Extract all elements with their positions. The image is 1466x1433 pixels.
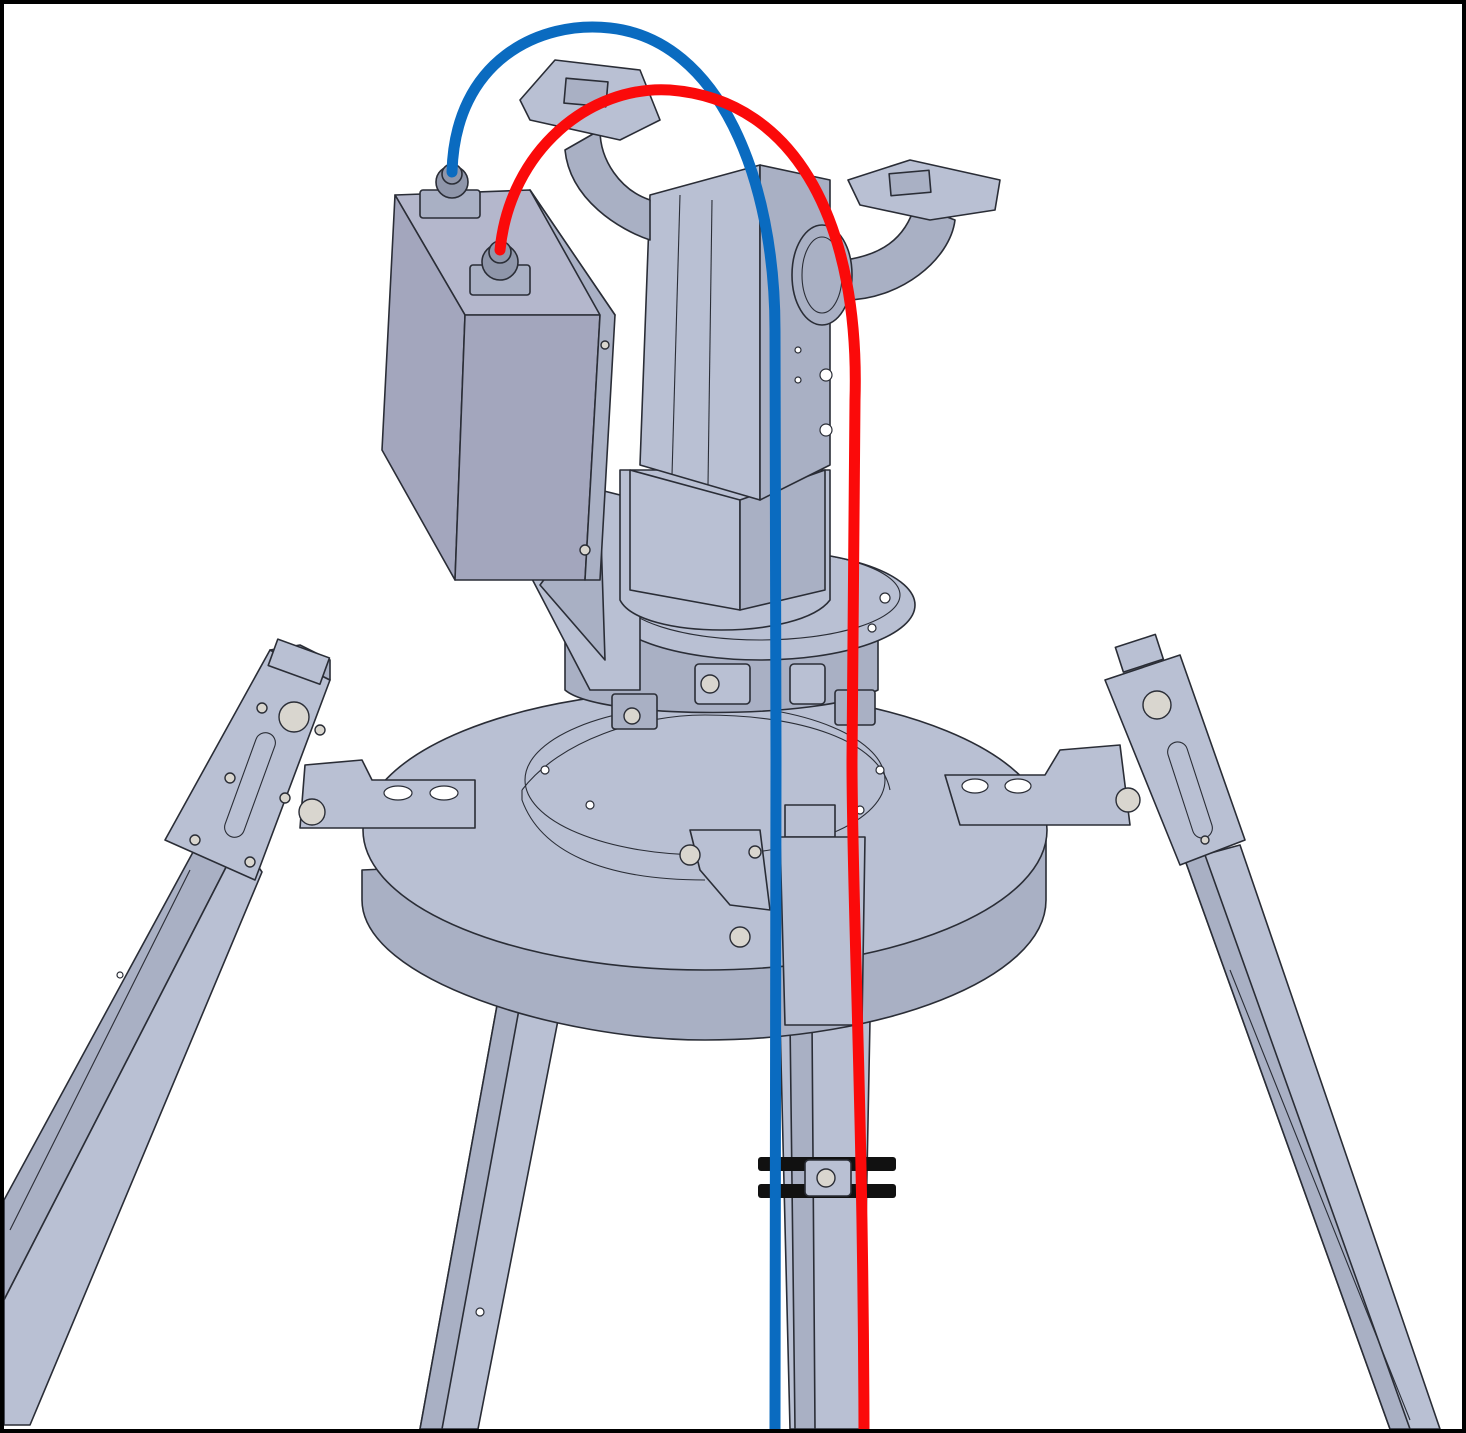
tripod-leg-rear-left — [419, 999, 561, 1429]
tripod-leg-center — [779, 1019, 871, 1429]
azimuth-column — [619, 164, 833, 631]
leg-bracket-left — [164, 638, 476, 881]
electronics-enclosure — [381, 163, 616, 581]
pedestal-diagram — [4, 21, 1441, 1429]
blue-cable — [446, 21, 782, 1429]
tripod-leg-left — [4, 829, 263, 1426]
waveguide-feed — [519, 59, 1001, 326]
connector-red — [469, 240, 531, 296]
tripod-leg-right — [1184, 844, 1441, 1429]
leg-bracket-right — [944, 633, 1246, 866]
mast-bracket — [679, 804, 866, 1026]
red-cable — [494, 84, 870, 1429]
